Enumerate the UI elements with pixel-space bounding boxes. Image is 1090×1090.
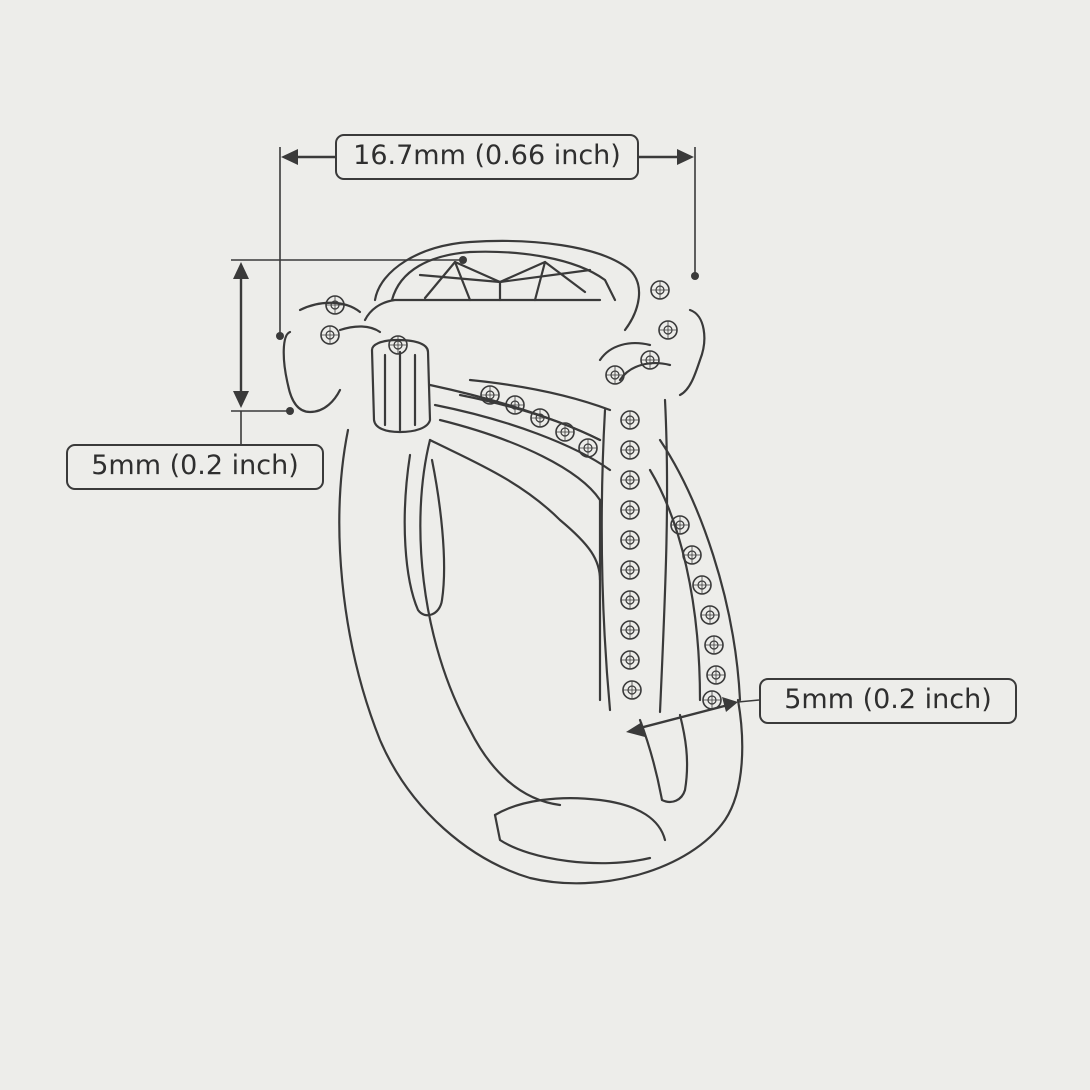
pave-stones: [320, 280, 726, 710]
height-dimension-label: 5mm (0.2 inch): [66, 444, 324, 490]
dimension-lines: [231, 147, 760, 737]
band-width-dimension-label: 5mm (0.2 inch): [759, 678, 1017, 724]
ring-drawing-icon: [282, 239, 744, 885]
width-dimension-label: 16.7mm (0.66 inch): [335, 134, 639, 180]
